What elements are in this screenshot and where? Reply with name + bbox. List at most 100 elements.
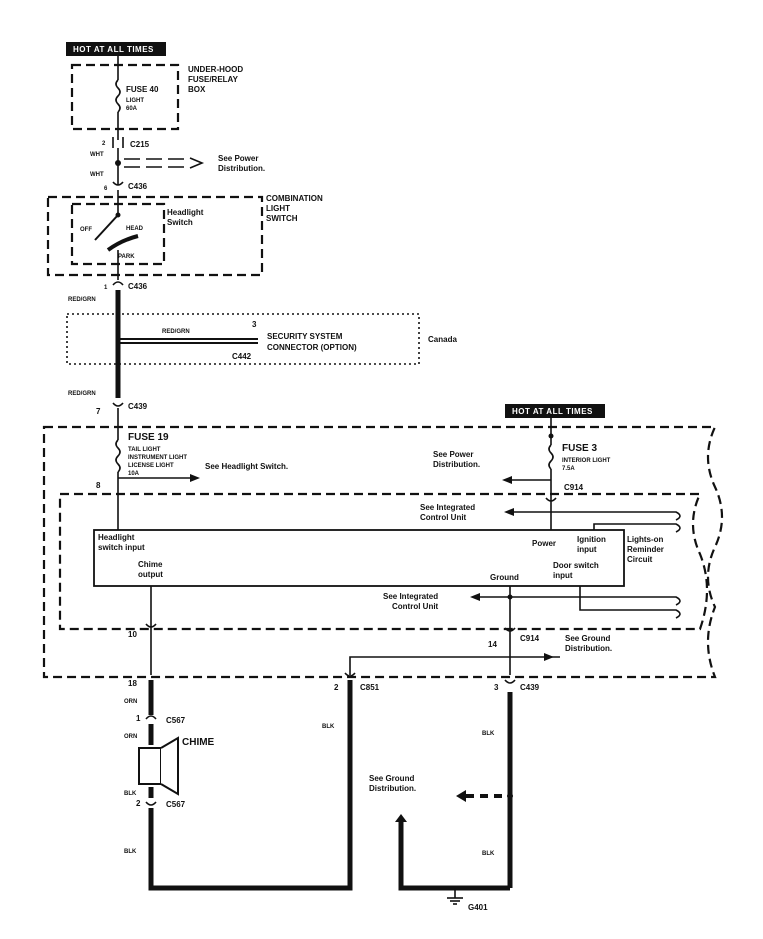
fuse-19-sub2: INSTRUMENT LIGHT (128, 455, 187, 461)
ref-power-dist-1a: See Power (218, 154, 258, 163)
module-ignition-1: Ignition (577, 535, 606, 544)
chime-ground-wire (148, 680, 353, 891)
connector-c442: C442 (232, 352, 252, 361)
wire-blk-5: BLK (482, 851, 495, 857)
ref-icu-2b: Control Unit (392, 602, 439, 611)
hot-banner-top (66, 42, 166, 56)
switch-name-3: SWITCH (266, 214, 298, 223)
module-circuit-1: Lights-on (627, 535, 664, 544)
module-power: Power (532, 539, 556, 548)
switch-off: OFF (80, 227, 92, 233)
fusebox-name-1: UNDER-HOOD (188, 65, 243, 74)
fuse-19-symbol (115, 439, 121, 473)
fuse-40-label: FUSE 40 (126, 85, 159, 94)
fusebox-name-3: BOX (188, 85, 206, 94)
fuse-19-sub1: TAIL LIGHT (128, 447, 161, 453)
pin-1-c567: 1 (136, 714, 141, 723)
wire-redgrn-1: RED/GRN (68, 297, 96, 303)
ground-dist-arrow (456, 790, 466, 802)
fusebox-name-2: FUSE/RELAY (188, 75, 239, 84)
ref-gnd-dist-1b: Distribution. (565, 644, 612, 653)
module-ignition-2: input (577, 545, 597, 554)
switch-label-2: Switch (167, 218, 193, 227)
chime-speaker-icon (138, 736, 179, 796)
wire-blk-3: BLK (322, 724, 335, 730)
pin-2-c567: 2 (136, 799, 141, 808)
power-dist-arrow-1 (189, 157, 205, 169)
module-chime-out-1: Chime (138, 560, 163, 569)
switch-name-1: COMBINATION (266, 194, 323, 203)
ref-gnd-dist-2a: See Ground (369, 774, 414, 783)
security-region: Canada (428, 335, 457, 344)
switch-label-1: Headlight (167, 208, 204, 217)
module-circuit-2: Reminder (627, 545, 664, 554)
fuse-40-sub1: LIGHT (126, 98, 144, 104)
ref-icu-1b: Control Unit (420, 513, 467, 522)
ref-power-dist-2b: Distribution. (433, 460, 480, 469)
connector-c439-top: C439 (128, 402, 148, 411)
icu-outline (58, 492, 709, 631)
pin-6-c436: 6 (104, 186, 108, 192)
pin-8: 8 (96, 481, 101, 490)
ref-icu-1a: See Integrated (420, 503, 475, 512)
headlight-switch-arrow (190, 474, 200, 482)
fuse-40-sub2: 60A (126, 106, 138, 112)
fuse-40-symbol (115, 79, 121, 113)
ref-power-dist-1b: Distribution. (218, 164, 265, 173)
fuse-3-label: FUSE 3 (562, 443, 597, 454)
wire-orn-1: ORN (124, 699, 137, 705)
ref-icu-2a: See Integrated (383, 592, 438, 601)
ref-headlight-switch: See Headlight Switch. (205, 462, 288, 471)
wire-wht-1: WHT (90, 152, 104, 158)
switch-head: HEAD (126, 226, 144, 232)
pin-1-c436: 1 (104, 285, 108, 291)
hot-banner-right (505, 404, 605, 418)
wire-blk-2: BLK (124, 849, 137, 855)
pin-7-c439: 7 (96, 407, 101, 416)
connector-c567-bottom: C567 (166, 800, 186, 809)
connector-c215: C215 (130, 140, 150, 149)
power-dist-arrow-2 (502, 476, 512, 484)
wire-redgrn-2: RED/GRN (68, 391, 96, 397)
wire-blk-1: BLK (124, 791, 137, 797)
ground-g401: G401 (468, 903, 488, 912)
switch-park: PARK (118, 254, 135, 260)
ground-icon (447, 897, 463, 905)
pin-3-c439: 3 (494, 683, 499, 692)
wire-orn-2: ORN (124, 734, 137, 740)
wire-wht-2: WHT (90, 172, 104, 178)
fuse-19-sub3: LICENSE LIGHT (128, 463, 174, 469)
pin-3-c442: 3 (252, 320, 257, 329)
module-headlight-in-2: switch input (98, 543, 145, 552)
connector-c851: C851 (360, 683, 380, 692)
hot-banner-right-text: HOT AT ALL TIMES (512, 407, 593, 416)
fuse-3-sub1: INTERIOR LIGHT (562, 458, 611, 464)
pin-10: 10 (128, 630, 137, 639)
fuse-3-sub2: 7.5A (562, 466, 575, 472)
ref-power-dist-2a: See Power (433, 450, 473, 459)
connector-c436-top: C436 (128, 182, 148, 191)
wire-blk-4: BLK (482, 731, 495, 737)
module-chime-out-2: output (138, 570, 163, 579)
pin-14: 14 (488, 640, 497, 649)
module-headlight-in-1: Headlight (98, 533, 135, 542)
combination-switch-outline (46, 195, 264, 277)
security-line-1: SECURITY SYSTEM (267, 332, 343, 341)
module-circuit-3: Circuit (627, 555, 653, 564)
connector-c567-top: C567 (166, 716, 186, 725)
chime-label: CHIME (182, 737, 215, 748)
reminder-module-box (93, 529, 625, 587)
ref-gnd-dist-1a: See Ground (565, 634, 610, 643)
connector-c439-bottom: C439 (520, 683, 540, 692)
ref-gnd-dist-2b: Distribution. (369, 784, 416, 793)
pin-18: 18 (128, 679, 137, 688)
security-connector-outline (66, 313, 420, 365)
pin-2-c215: 2 (102, 141, 106, 147)
security-wire: RED/GRN (162, 329, 190, 335)
fusebox-outline (70, 63, 180, 131)
fuse-3-symbol (548, 444, 554, 470)
outer-fusebox-outline (42, 425, 724, 679)
pin-2-c851: 2 (334, 683, 339, 692)
connector-c436-bottom: C436 (128, 282, 148, 291)
